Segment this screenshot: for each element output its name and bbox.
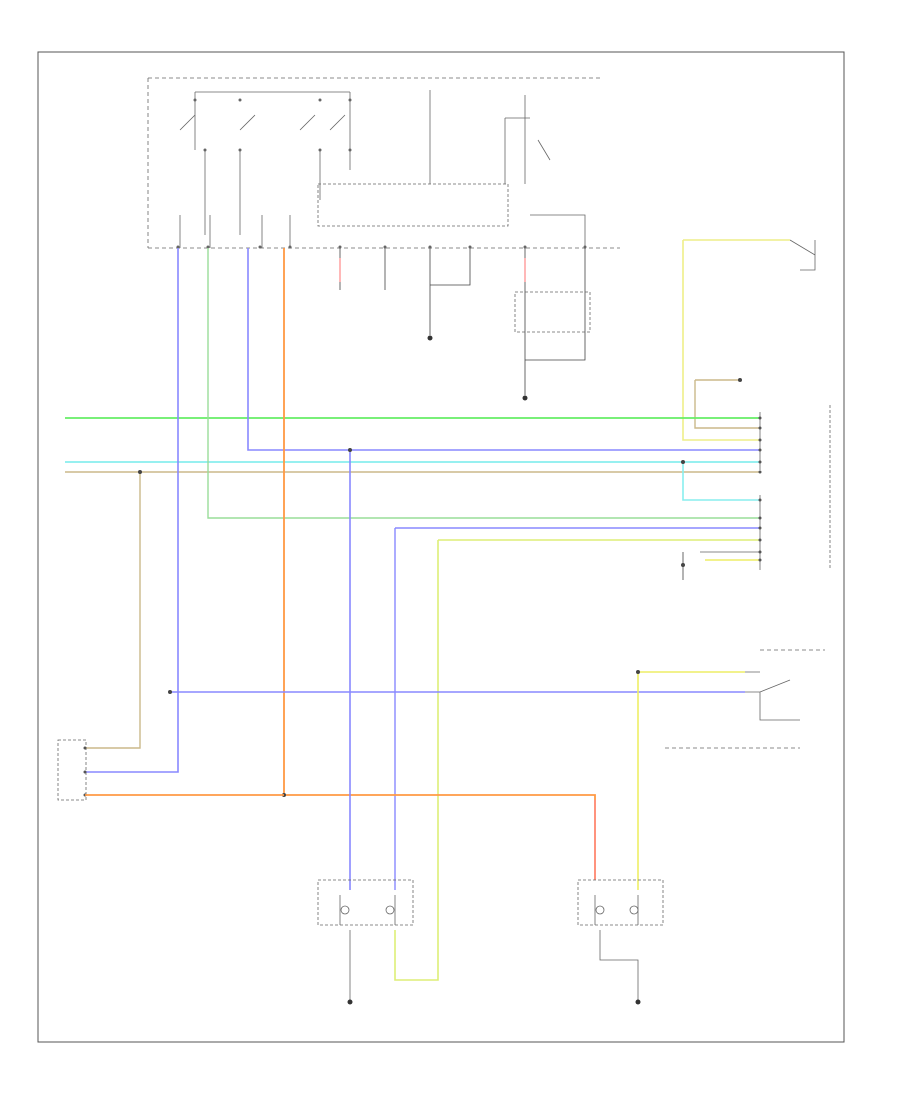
wire-light-green [207, 248, 760, 519]
wire-tan-switch [694, 379, 760, 429]
wire-orange-harness [283, 248, 596, 880]
ground-icon [635, 999, 641, 1005]
jb-ground-leads [339, 248, 586, 395]
wire-tan-left [85, 472, 141, 749]
diagram-frame [37, 51, 845, 1043]
wire-yellow-right [637, 671, 745, 890]
right-headlamp [577, 879, 664, 1000]
junction-box [147, 77, 620, 249]
wire-cyan-loop [682, 462, 760, 501]
left-headlamp [317, 879, 414, 1000]
left-switch-connector [57, 739, 87, 801]
pressure-switch [789, 239, 816, 271]
ground-icon [427, 335, 433, 341]
jb-ground-pink [339, 258, 526, 282]
connector-dots [176, 98, 587, 249]
wire-blue-bus [247, 248, 760, 451]
bcm-connector [759, 405, 831, 570]
wire-blue-left [85, 248, 179, 773]
parking-brake-switch [665, 649, 825, 749]
ground-icon [347, 999, 353, 1005]
connector-dot [738, 378, 742, 382]
wire-blue-2 [394, 527, 760, 890]
bcm-pins [758, 416, 762, 562]
splice-dots [138, 448, 685, 797]
jb-lamp-module [514, 291, 591, 333]
ground-icon [522, 395, 528, 401]
wire-yellow-switch [682, 239, 790, 441]
wire-yellow-green [394, 539, 760, 981]
